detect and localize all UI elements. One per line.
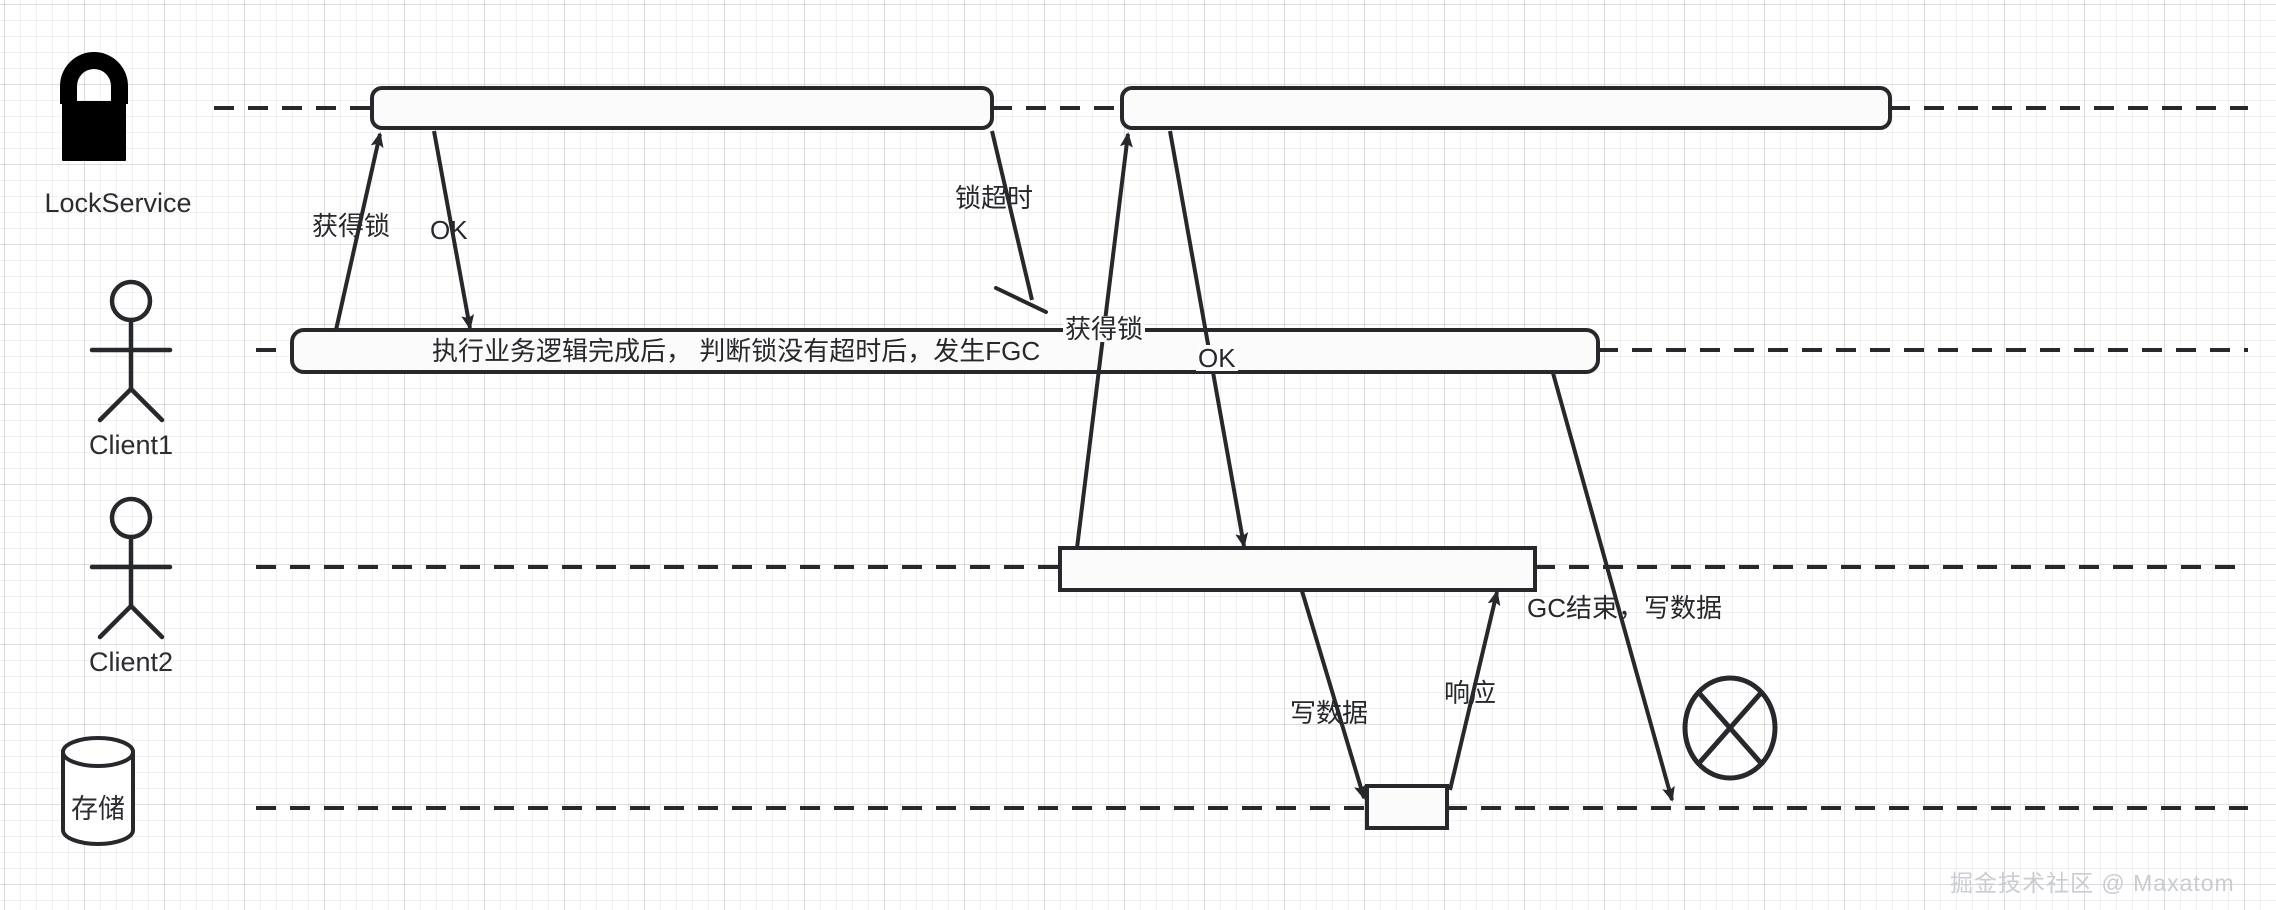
message-label-write-data-1: 写数据 (1290, 698, 1369, 728)
activation-client1 (290, 328, 1600, 374)
actor-stick-figure-icon (89, 496, 173, 640)
participant-label-client2: Client2 (88, 647, 174, 677)
activation-note-client1: 执行业务逻辑完成后， 判断锁没有超时后，发生FGC (432, 336, 1041, 366)
padlock-icon (60, 52, 128, 161)
arrow-gc-end-write (1551, 372, 1675, 802)
message-label-lock-timeout: 锁超时 (955, 183, 1034, 213)
message-label-response: 响应 (1444, 678, 1497, 708)
message-label-gc-end-write: GC结束，写数据 (1527, 593, 1723, 623)
participant-label-storage: 存储 (71, 794, 125, 824)
participant-label-client1: Client1 (88, 430, 174, 460)
message-label-acquire-lock-1: 获得锁 (312, 211, 391, 241)
arrow-response (1448, 590, 1501, 791)
arrow-write-data-1 (1300, 590, 1367, 800)
message-label-acquire-lock-2: 获得锁 (1063, 314, 1146, 344)
activation-lockservice-2 (1120, 86, 1892, 130)
message-label-ok-1: OK (430, 215, 468, 245)
lock-timeout-x-mark (994, 286, 1048, 314)
message-label-ok-2: OK (1196, 343, 1238, 373)
arrow-lock-timeout (990, 130, 1034, 301)
circle-x-icon (1682, 675, 1778, 781)
database-cylinder-icon (61, 736, 135, 846)
arrow-ok-2 (1168, 130, 1249, 548)
activation-storage (1365, 784, 1449, 830)
watermark: 掘金技术社区 @ Maxatom (1950, 870, 2235, 896)
activation-client2 (1058, 546, 1537, 592)
arrow-acquire-lock-1 (334, 132, 384, 331)
activation-lockservice-1 (370, 86, 994, 130)
arrow-ok-1 (432, 130, 475, 330)
actor-stick-figure-icon (89, 279, 173, 423)
participant-label-lockservice: LockService (44, 188, 192, 218)
